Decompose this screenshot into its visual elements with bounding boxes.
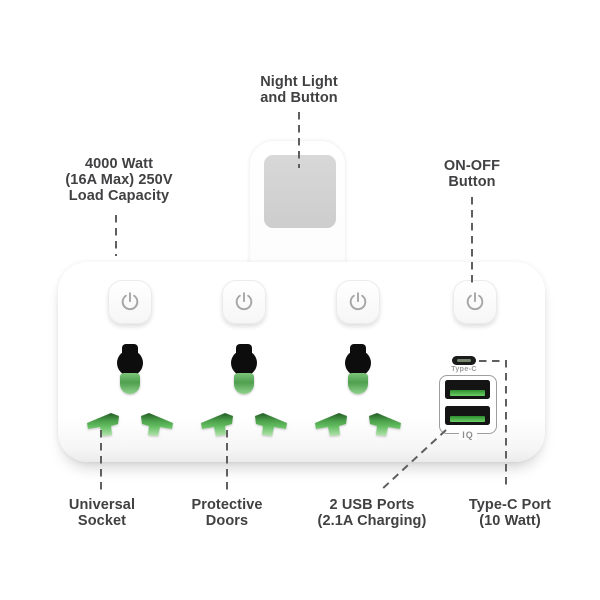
label-usb-ports: 2 USB Ports (2.1A Charging) [287, 497, 457, 529]
label-doors-line2: Doors [205, 513, 249, 529]
socket-3-right-slot [368, 412, 402, 438]
label-on-off-line1: ON-OFF [443, 158, 501, 174]
label-load-capacity-line1: 4000 Watt [84, 156, 154, 172]
label-typec-line1: Type-C Port [468, 497, 552, 513]
protective-door [348, 373, 368, 394]
power-button-on-off [453, 280, 497, 324]
night-light-panel [264, 155, 336, 228]
label-usb-line1: 2 USB Ports [329, 497, 415, 513]
label-typec-line2: (10 Watt) [479, 513, 541, 529]
type-c-contact [457, 359, 471, 362]
socket-1-left-slot [86, 412, 120, 438]
label-on-off-line2: Button [448, 174, 496, 190]
smart-charge-label: IQ [440, 430, 496, 440]
socket-3-earth-hole [345, 344, 371, 394]
socket-1-right-slot [140, 412, 174, 438]
type-c-port [452, 356, 476, 365]
label-on-off-button: ON-OFF Button [387, 158, 557, 190]
protective-door [120, 373, 140, 394]
label-usb-line2: (2.1A Charging) [317, 513, 427, 529]
type-c-port-label: Type-C [451, 366, 477, 373]
label-universal-line2: Socket [77, 513, 127, 529]
earth-pin-hole [117, 350, 143, 376]
power-icon [235, 292, 253, 311]
power-button-1 [108, 280, 152, 324]
usb-panel: IQ [439, 375, 497, 440]
label-universal-socket: Universal Socket [17, 497, 187, 529]
usb-port-2 [445, 406, 490, 425]
protective-door [234, 373, 254, 394]
socket-2-right-slot [254, 412, 288, 438]
socket-1-earth-hole [117, 344, 143, 394]
label-load-capacity-line3: Load Capacity [68, 188, 170, 204]
usb-tongue [450, 416, 485, 422]
label-universal-line1: Universal [68, 497, 136, 513]
label-load-capacity-line2: (16A Max) 250V [65, 172, 173, 188]
usb-port-1 [445, 380, 490, 399]
label-protective-doors: Protective Doors [142, 497, 312, 529]
power-button-2 [222, 280, 266, 324]
label-night-light: Night Light and Button [214, 74, 384, 106]
label-night-light-line1: Night Light [260, 74, 338, 90]
label-load-capacity: 4000 Watt (16A Max) 250V Load Capacity [34, 156, 204, 204]
socket-2-left-slot [200, 412, 234, 438]
socket-2-earth-hole [231, 344, 257, 394]
power-button-3 [336, 280, 380, 324]
label-type-c-port: Type-C Port (10 Watt) [425, 497, 595, 529]
socket-3-left-slot [314, 412, 348, 438]
label-doors-line1: Protective [191, 497, 263, 513]
power-icon [466, 292, 484, 311]
power-icon [121, 292, 139, 311]
label-night-light-line2: and Button [260, 90, 338, 106]
earth-pin-hole [231, 350, 257, 376]
earth-pin-hole [345, 350, 371, 376]
power-icon [349, 292, 367, 311]
usb-tongue [450, 390, 485, 396]
iq-text: IQ [459, 430, 477, 440]
